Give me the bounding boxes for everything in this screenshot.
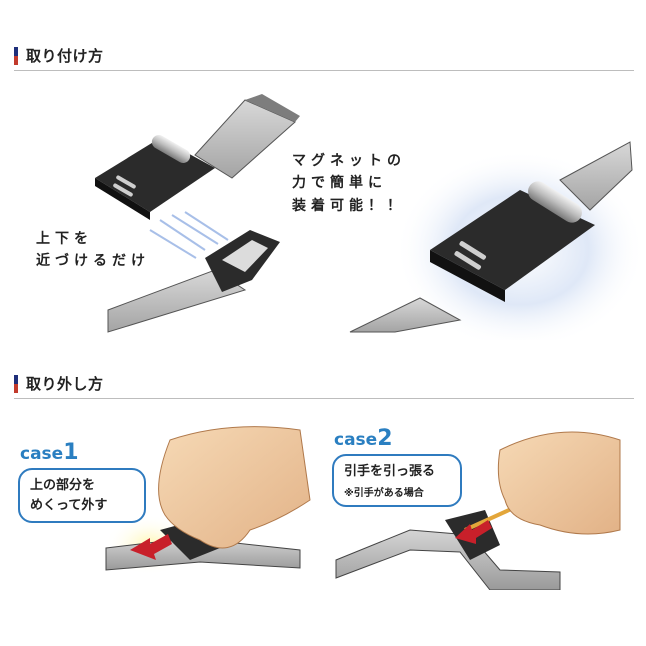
attach-left-line1: 上下を: [36, 231, 93, 247]
case2-bubble-line1: 引手を引っ張る: [344, 464, 436, 479]
case2-bubble-note: ※引手がある場合: [344, 487, 424, 499]
case1-number: 1: [63, 440, 79, 465]
magnetic-attraction-lines: [149, 211, 229, 259]
case1-bubble-line1: 上の部分を: [30, 478, 96, 493]
case2-red-arrow-icon: [455, 520, 492, 544]
section-title-attach: 取り付け方: [26, 47, 104, 65]
red-arrow-icon: [130, 534, 172, 560]
upper-strap: [194, 94, 300, 179]
case1-speech-bubble: 上の部分を めくって外す: [18, 468, 146, 523]
magnet-buckle-icon: [95, 135, 215, 220]
case2-hand-icon: [497, 431, 621, 535]
case2-number: 2: [377, 426, 393, 451]
attach-right-line1: マグネットの: [292, 153, 406, 169]
remove-illustration: [105, 426, 621, 590]
attach-left-label: 上下を 近づけるだけ: [36, 228, 150, 273]
assembled-buckle-icon: [430, 181, 595, 302]
case2-speech-bubble: 引手を引っ張る ※引手がある場合: [332, 454, 462, 507]
heading-accent-bar: [14, 375, 18, 393]
attach-right-line3: 装着可能！！: [292, 197, 406, 214]
attach-right-label: マグネットの 力で簡単に 装着可能！！: [292, 150, 406, 217]
heading-accent-bar: [14, 47, 18, 65]
case1-label: case1: [20, 440, 79, 465]
case2-strap: [335, 529, 561, 590]
case2-label: case2: [334, 426, 393, 451]
case1-bubble-line2: めくって外す: [30, 497, 108, 513]
attach-illustration: [95, 94, 645, 340]
section-heading-remove: 取り外し方: [14, 372, 634, 399]
assembled-strap: [349, 141, 633, 333]
section-title-remove: 取り外し方: [26, 375, 104, 393]
attach-left-line2: 近づけるだけ: [36, 253, 150, 270]
hand-icon: [158, 426, 311, 549]
buckle-bottom-part: [205, 230, 280, 292]
case1-word: case: [20, 444, 64, 464]
section-heading-attach: 取り付け方: [14, 44, 634, 71]
case2-word: case: [334, 430, 378, 450]
attach-right-line2: 力で簡単に: [292, 175, 387, 192]
